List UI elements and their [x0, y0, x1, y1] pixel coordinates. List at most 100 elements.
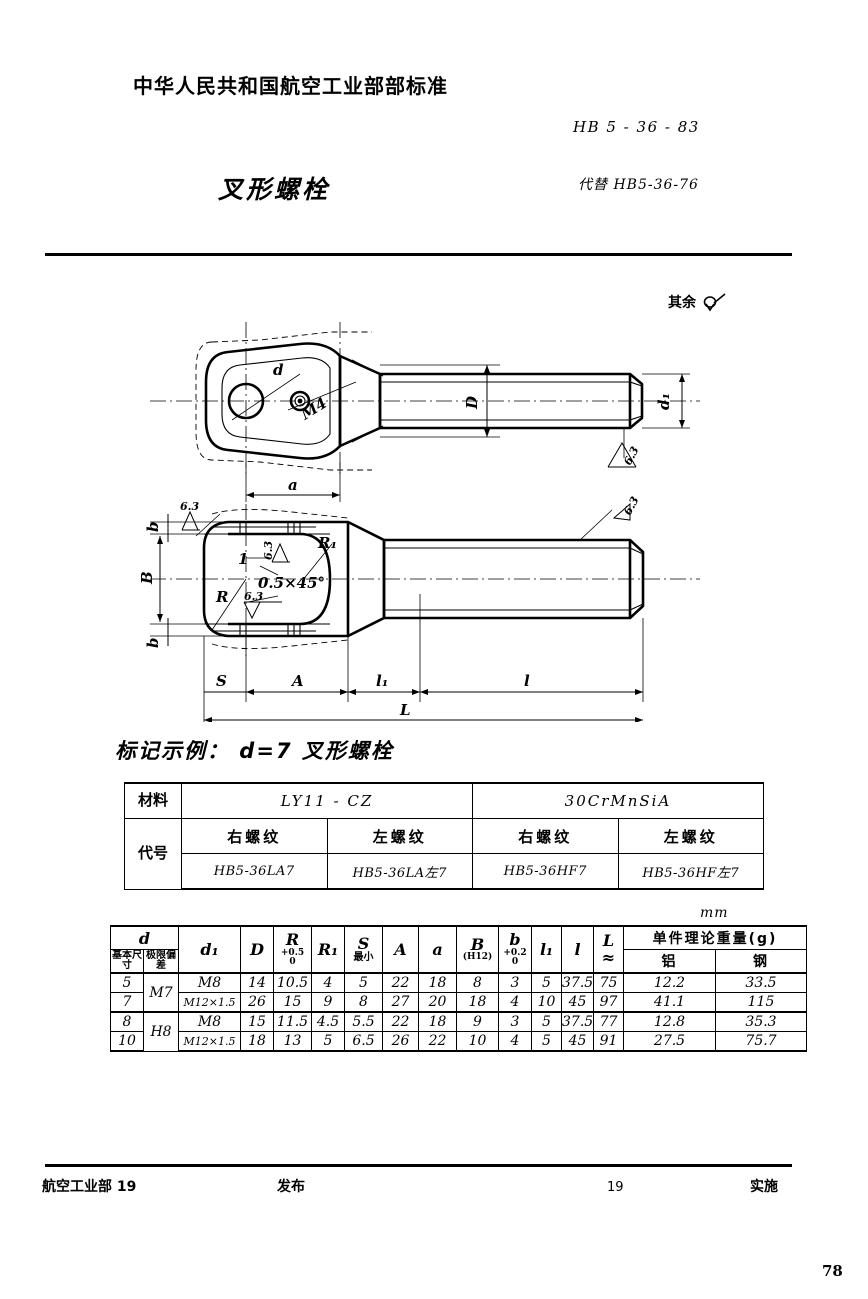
label-d-top: d — [273, 361, 284, 379]
label-b-bottom: b — [144, 638, 162, 649]
label-l1: l₁ — [376, 672, 388, 690]
cell-D: 14 — [240, 972, 274, 993]
header-B: B (H12) — [456, 925, 499, 974]
label-D: D — [463, 396, 481, 410]
cell-L: 97 — [593, 992, 624, 1013]
cell-d: 8 — [110, 1011, 144, 1032]
cell-weight-al: 27.5 — [623, 1031, 716, 1052]
cell-B: 9 — [456, 1011, 499, 1032]
standard-code: HB 5 - 36 - 83 — [573, 118, 700, 136]
cell-weight-steel: 115 — [714, 992, 808, 1013]
cell-R1: 5 — [311, 1031, 345, 1052]
cell-R: 15 — [273, 992, 312, 1013]
surface-finish-rest-note: 其余 — [668, 292, 727, 312]
material-row: 材料 LY11 - CZ 30CrMnSiA — [124, 782, 764, 819]
cell-L: 75 — [593, 972, 624, 993]
cell-B: 18 — [456, 992, 499, 1013]
cell-l1: 5 — [531, 972, 562, 993]
side-view-drawing: R R₁ 0.5×45° 6.3 1 — [138, 494, 700, 722]
footer-implement-year: 19 — [607, 1180, 624, 1195]
cell-R: 11.5 — [273, 1011, 312, 1032]
header-R1: R₁ — [311, 925, 345, 974]
code-al-left: HB5-36LA左7 — [326, 853, 473, 890]
top-view-drawing: d M4 D d₁ 6.3 — [150, 322, 700, 502]
header-b: b +0.2 0 — [498, 925, 532, 974]
material-code-table: 材料 LY11 - CZ 30CrMnSiA 代号 右螺纹 左螺纹 右螺纹 左螺… — [124, 782, 764, 890]
cell-R1: 4.5 — [311, 1011, 345, 1032]
cell-R1: 9 — [311, 992, 345, 1013]
roughness-symbol-top-left: 6.3 — [180, 500, 221, 537]
header-l1: l₁ — [531, 925, 562, 974]
cell-S: 8 — [344, 992, 383, 1013]
cell-weight-al: 12.8 — [623, 1011, 716, 1032]
label-A: A — [290, 672, 304, 690]
rest-note-label: 其余 — [668, 295, 696, 311]
table-row: 7 M12×1.5 26 15 9 8 27 20 18 4 10 45 97 … — [110, 992, 808, 1013]
header-R: R +0.5 0 — [273, 925, 312, 974]
header-l: l — [561, 925, 594, 974]
header-d: d — [110, 925, 179, 950]
replaces-note: 代替 HB5-36-76 — [578, 177, 699, 193]
cell-S: 5.5 — [344, 1011, 383, 1032]
footer-organization: 航空工业部 19 — [42, 1179, 137, 1195]
cell-l1: 5 — [531, 1011, 562, 1032]
label-B: B — [138, 571, 156, 585]
cell-l1: 5 — [531, 1031, 562, 1052]
label-one: 1 — [238, 550, 248, 568]
roughness-symbol-inner: 6.3 — [262, 541, 290, 563]
cell-R1: 4 — [311, 972, 345, 993]
cell-l: 45 — [561, 992, 594, 1013]
label-chamfer: 0.5×45° — [258, 574, 325, 592]
cell-L: 91 — [593, 1031, 624, 1052]
cell-d1: M8 — [178, 1011, 241, 1032]
cell-A: 22 — [382, 1011, 419, 1032]
cell-A: 22 — [382, 972, 419, 993]
cell-B: 10 — [456, 1031, 499, 1052]
code-row: HB5-36LA7 HB5-36LA左7 HB5-36HF7 HB5-36HF左… — [125, 853, 764, 890]
thread-right-al: 右螺纹 — [181, 818, 328, 854]
table-row: 8 H8 M8 15 11.5 4.5 5.5 22 18 9 3 5 37.5… — [110, 1011, 808, 1052]
header-d-deviation: 极限偏差 — [143, 949, 179, 974]
cell-l1: 10 — [531, 992, 562, 1013]
header-weight-steel: 钢 — [714, 949, 808, 974]
cell-d: 7 — [110, 992, 144, 1013]
label-b-top: b — [144, 522, 162, 533]
cell-a: 18 — [418, 972, 457, 993]
cell-b: 4 — [498, 1031, 532, 1052]
thread-header-row: 代号 右螺纹 左螺纹 右螺纹 左螺纹 — [124, 818, 764, 890]
label-R1: R₁ — [317, 534, 337, 552]
cell-l: 45 — [561, 1031, 594, 1052]
label-L: L — [399, 701, 411, 719]
code-steel-left: HB5-36HF左7 — [617, 853, 764, 890]
thread-left-steel: 左螺纹 — [617, 818, 764, 854]
roughness-symbol-slot: 6.3 — [243, 590, 282, 620]
roughness-symbol-top-right: 6.3 — [579, 494, 642, 541]
cell-weight-steel: 35.3 — [714, 1011, 808, 1032]
cell-deviation: H8 — [143, 1011, 179, 1052]
label-a: a — [288, 476, 298, 494]
cell-a: 18 — [418, 1011, 457, 1032]
material-row-label: 材料 — [124, 782, 182, 819]
label-roughness-inner: 6.3 — [262, 541, 275, 560]
code-row-label: 代号 — [124, 818, 182, 890]
header-weight: 单件理论重量(g) — [622, 925, 808, 950]
cell-A: 26 — [382, 1031, 419, 1052]
material-aluminum: LY11 - CZ — [181, 782, 473, 819]
cell-a: 20 — [418, 992, 457, 1013]
header-divider-rule — [45, 253, 792, 256]
page-number: 78 — [822, 1262, 843, 1280]
technical-drawing: .ol { fill:none; stroke:#000; stroke-wid… — [0, 262, 868, 722]
header-d-basic: 基本尺寸 — [110, 949, 144, 974]
cell-b: 3 — [498, 972, 532, 993]
cell-deviation: M7 — [143, 972, 179, 1013]
label-l: l — [524, 672, 530, 690]
cell-L: 77 — [593, 1011, 624, 1032]
label-R: R — [215, 588, 228, 606]
label-S: S — [216, 672, 227, 690]
dim-header-row-1: d d₁ D R +0.5 0 R₁ S 最小 — [110, 925, 808, 974]
ministry-title: 中华人民共和国航空工业部部标准 — [133, 74, 448, 98]
drawing-svg: .ol { fill:none; stroke:#000; stroke-wid… — [138, 322, 700, 722]
dimension-table: d d₁ D R +0.5 0 R₁ S 最小 — [110, 925, 808, 1052]
cell-R: 13 — [273, 1031, 312, 1052]
